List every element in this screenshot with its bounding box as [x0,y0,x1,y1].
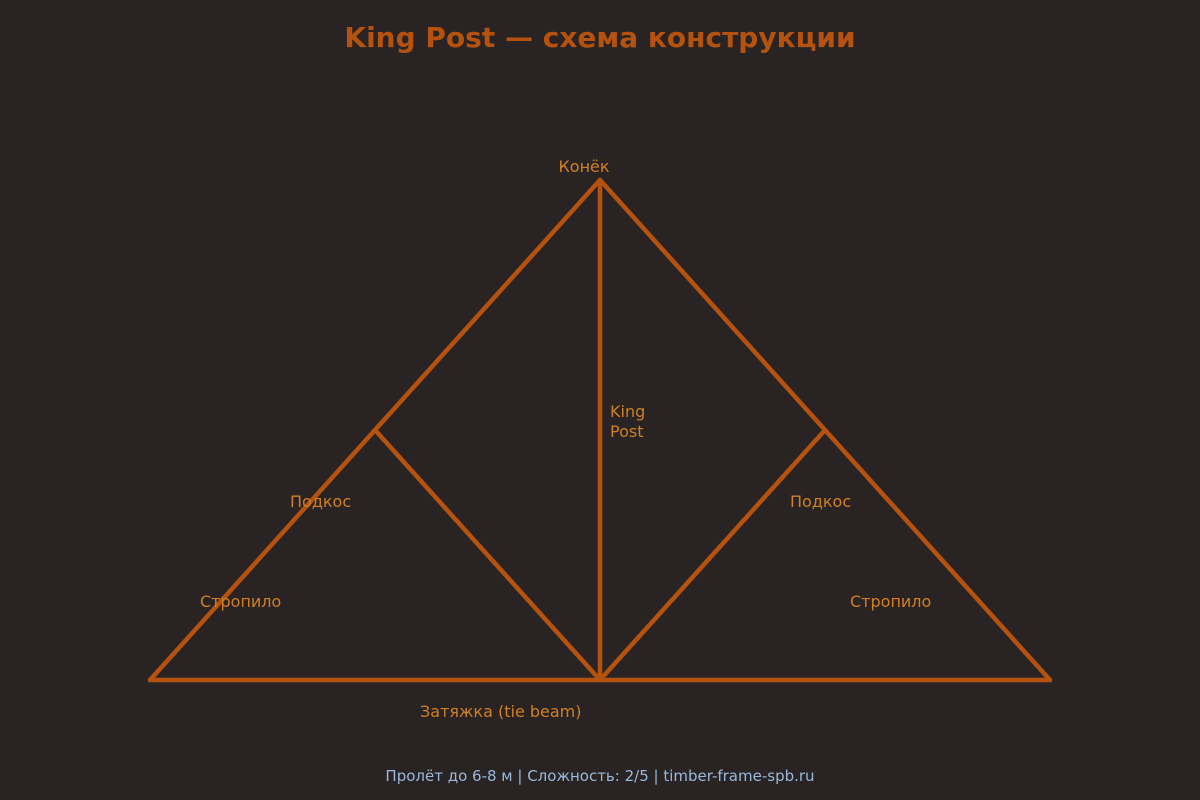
king-post-label-line1: King [610,402,645,421]
right-rafter-label: Стропило [850,592,931,611]
left-rafter-label: Стропило [200,592,281,611]
right-strut [597,427,828,683]
truss-members [147,177,1053,683]
ridge-label: Конёк [558,157,609,176]
left-strut [372,427,603,683]
right-strut-label: Подкос [790,492,851,511]
member-labels: Конёк King Post Подкос Подкос Стропило С… [200,157,931,721]
king-post-label-line2: Post [610,422,643,441]
diagram-title: King Post — схема конструкции [344,21,855,54]
tie-beam-label: Затяжка (tie beam) [420,702,582,721]
footer-info: Пролёт до 6-8 м | Сложность: 2/5 | timbe… [385,767,814,785]
left-strut-label: Подкос [290,492,351,511]
